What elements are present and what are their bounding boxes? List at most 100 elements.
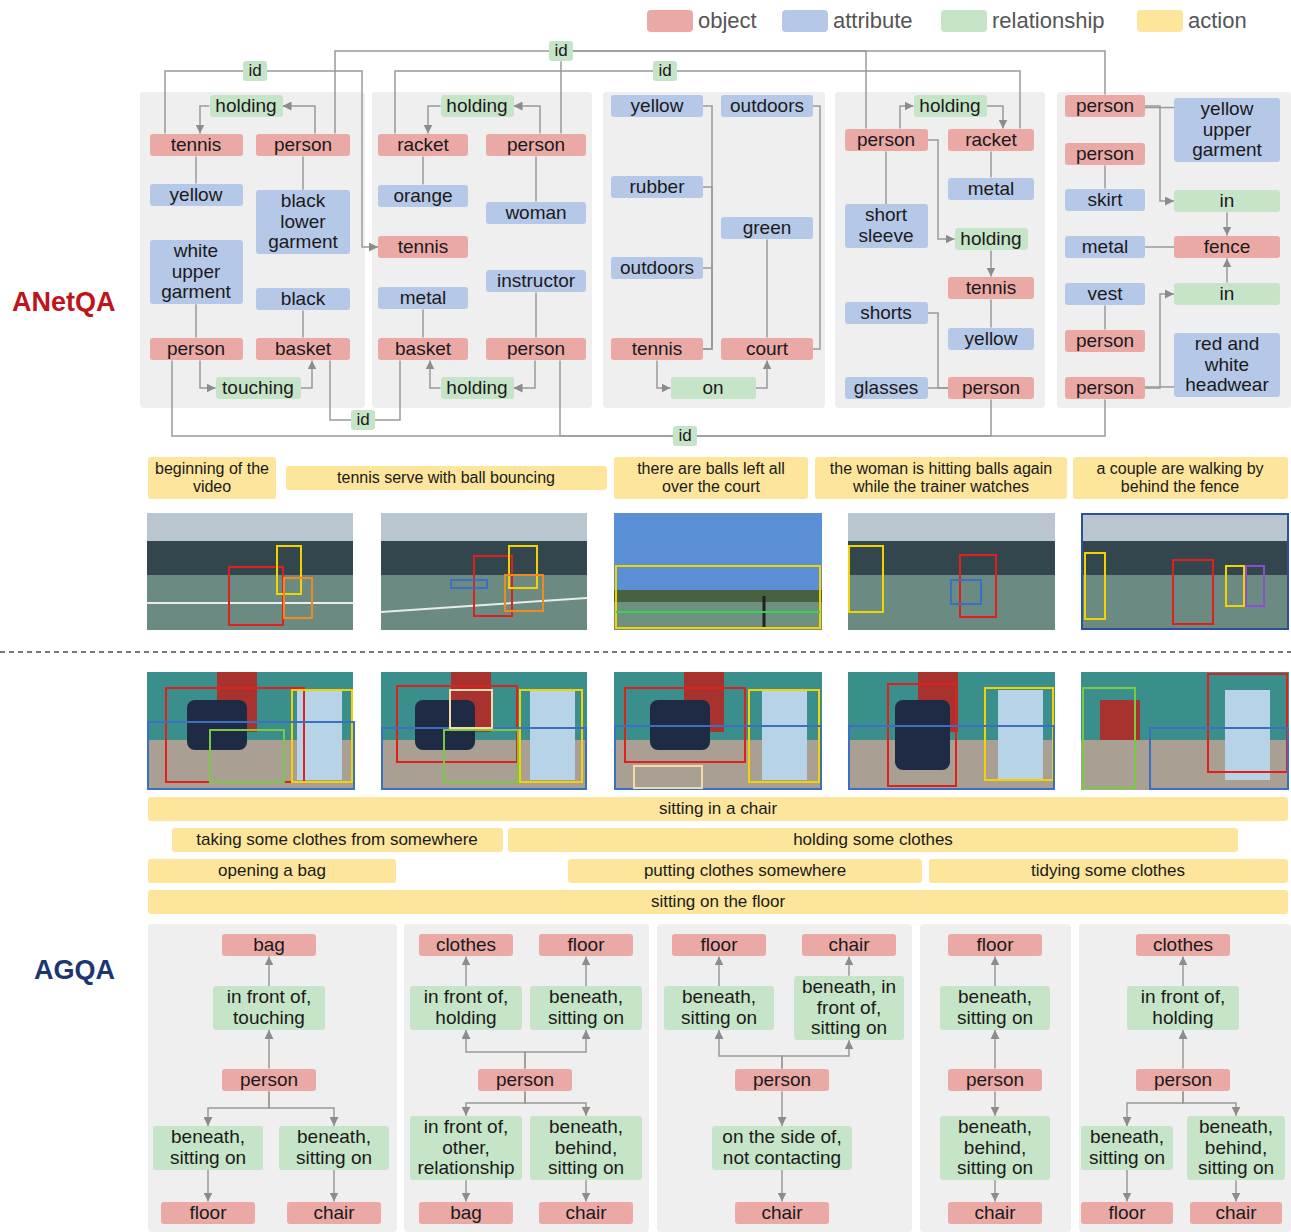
node-label: tennis	[615, 339, 699, 360]
legend-text: relationship	[992, 9, 1105, 33]
object-box: person	[1065, 377, 1145, 400]
connector	[195, 156, 197, 183]
action-band: a couple are walking by behind the fence	[1073, 457, 1288, 498]
connector	[333, 1170, 335, 1202]
node-label: tennis	[154, 135, 239, 156]
bounding-box	[474, 556, 512, 616]
connector	[756, 360, 768, 388]
relationship-box: beneath, sitting on	[153, 1126, 263, 1170]
frame-sky	[1081, 513, 1289, 541]
node-label: chair	[806, 935, 892, 956]
section-label: AGQA	[34, 955, 115, 985]
object-box: person	[222, 1069, 316, 1092]
frame-sky	[147, 513, 353, 541]
node-label: beneath, sitting on	[157, 1127, 259, 1169]
object-box: tennis	[611, 338, 703, 361]
frame-chair	[998, 690, 1043, 780]
connector	[301, 360, 313, 388]
node-label: metal	[952, 179, 1030, 200]
object-box: person	[1136, 1069, 1230, 1092]
connector	[677, 71, 1020, 129]
node-label: instructor	[490, 271, 582, 292]
connector	[719, 1030, 782, 1069]
node-label: outdoors	[615, 258, 699, 279]
node-label: in front of, other, relationship	[414, 1117, 518, 1180]
legend-text: object	[698, 9, 757, 33]
connector	[525, 1030, 586, 1069]
connector	[283, 106, 316, 134]
node-label: chair	[1194, 1203, 1278, 1224]
frame-wall	[848, 672, 1055, 790]
bounding-box	[849, 726, 1054, 789]
bounding-box	[1083, 688, 1135, 788]
legend-item: object	[647, 9, 757, 33]
connector	[1183, 1091, 1236, 1115]
bounding-box	[985, 688, 1053, 780]
bounding-box	[509, 546, 537, 588]
scene-graph-panel	[1079, 924, 1291, 1232]
connector	[335, 51, 549, 134]
connector	[466, 1030, 525, 1069]
node-label: vest	[1069, 284, 1141, 305]
object-box: floor	[672, 934, 766, 957]
section-label: ANetQA	[12, 287, 116, 317]
bounding-box	[292, 690, 352, 782]
node-label: yellow	[154, 185, 239, 206]
node-label: the woman is hitting balls again while t…	[821, 460, 1061, 495]
connector	[514, 360, 536, 388]
connector	[302, 310, 304, 337]
relationship-box: touching	[216, 377, 301, 400]
node-label: tennis	[952, 278, 1030, 299]
bounding-box	[960, 555, 996, 617]
connector	[465, 956, 467, 986]
node-label: beneath, sitting on	[668, 987, 770, 1029]
attribute-box: black lower garment	[256, 190, 350, 255]
object-box: tennis	[948, 277, 1034, 300]
relationship-box: holding	[914, 95, 987, 118]
frame-wall	[614, 672, 822, 790]
node-label: holding	[959, 229, 1024, 250]
bounding-box	[888, 684, 956, 786]
node-label: shorts	[849, 303, 924, 324]
node-label: person	[154, 339, 239, 360]
frame-trees	[614, 590, 822, 602]
node-label: touching	[220, 378, 297, 399]
relationship-box: id	[243, 61, 267, 82]
object-box: floor	[539, 934, 633, 957]
node-label: person	[226, 1070, 312, 1091]
object-box: fence	[1174, 236, 1280, 259]
connector	[172, 360, 673, 436]
connector	[535, 156, 537, 201]
object-box: floor	[161, 1202, 255, 1225]
object-box: basket	[256, 338, 350, 361]
object-box: chair	[539, 1202, 633, 1225]
bounding-box	[277, 546, 301, 594]
scene-graph-panel	[148, 924, 397, 1232]
node-label: id	[677, 427, 693, 446]
connector	[1126, 1170, 1128, 1202]
bounding-box	[451, 580, 487, 588]
bounding-box	[166, 688, 304, 782]
node-label: white upper garment	[154, 241, 239, 304]
relationship-box: beneath, sitting on	[940, 986, 1050, 1030]
object-box: person	[150, 338, 243, 361]
node-label: fence	[1178, 237, 1276, 258]
connector	[302, 156, 304, 189]
relationship-box: beneath, behind, sitting on	[1187, 1116, 1285, 1181]
node-label: chair	[543, 1203, 629, 1224]
node-label: basket	[382, 339, 464, 360]
frame-person	[187, 700, 247, 750]
legend-swatch	[647, 10, 693, 32]
connector	[697, 399, 991, 436]
bounding-box	[397, 686, 517, 762]
node-label: holding	[445, 378, 510, 399]
node-label: beneath, sitting on	[283, 1127, 385, 1169]
attribute-box: black	[256, 288, 350, 311]
object-box: clothes	[419, 934, 513, 957]
action-band: holding some clothes	[508, 828, 1238, 853]
relationship-box: beneath, sitting on	[664, 986, 774, 1030]
connector	[848, 956, 850, 975]
legend-item: action	[1137, 9, 1247, 33]
action-band: putting clothes somewhere	[568, 859, 922, 884]
node-label: bag	[423, 1203, 509, 1224]
